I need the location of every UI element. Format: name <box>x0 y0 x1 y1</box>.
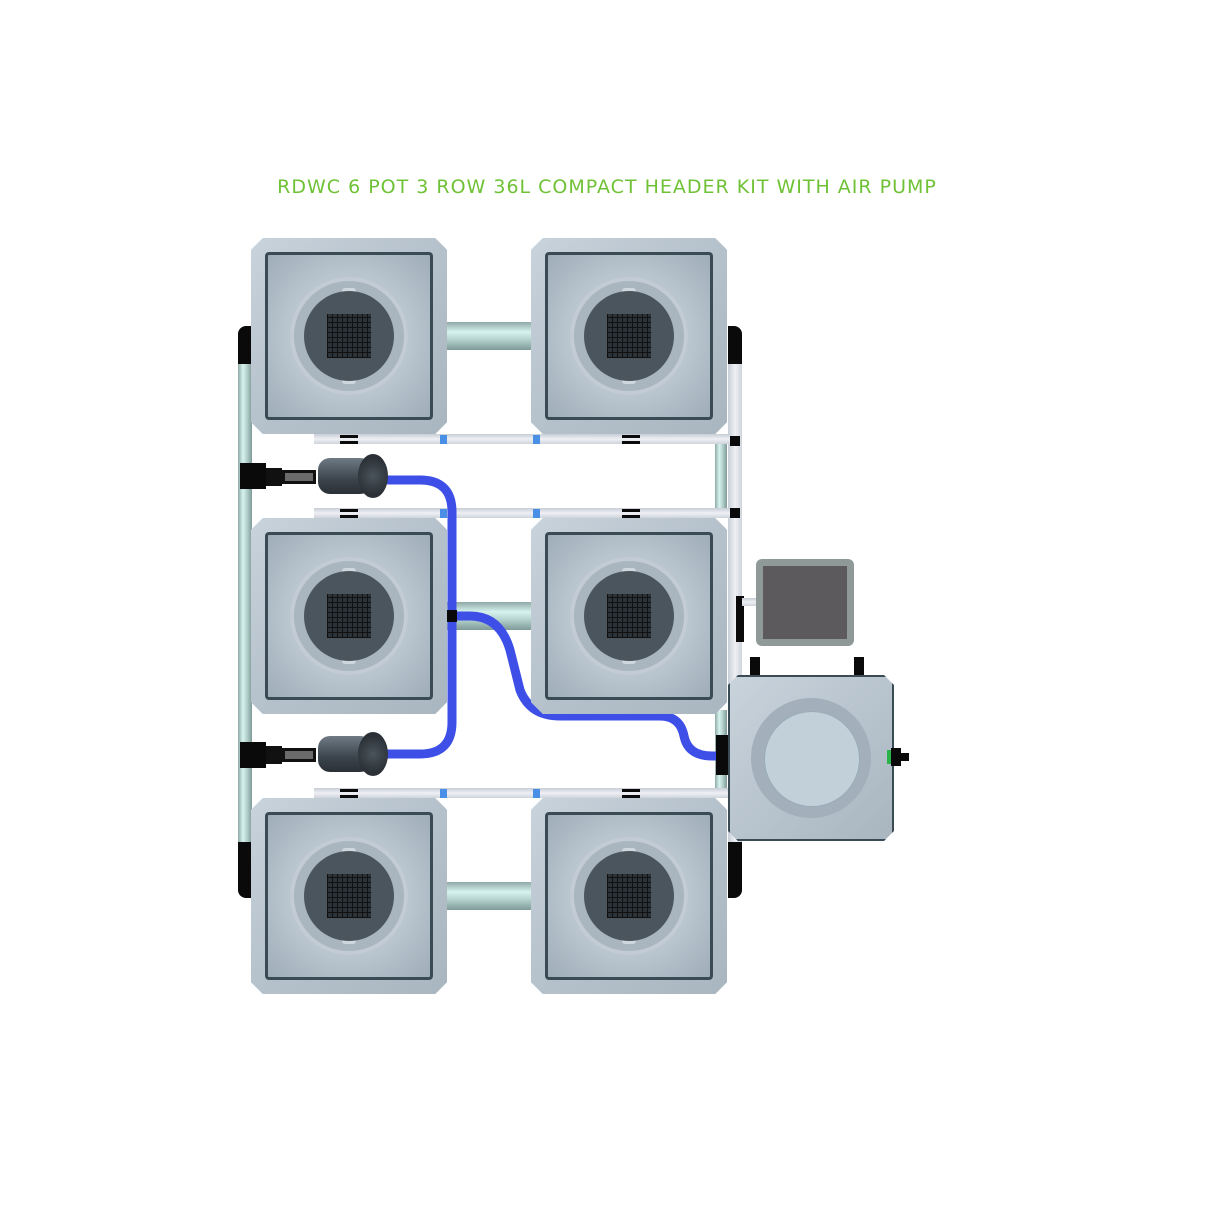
header-reservoir <box>728 675 894 841</box>
left-tee-connector-2 <box>240 742 266 768</box>
tee-point <box>533 509 540 518</box>
pot-2 <box>531 238 727 434</box>
reservoir-outlet <box>891 748 901 766</box>
tee-point <box>440 509 447 518</box>
pot-4 <box>531 518 727 714</box>
reservoir-post-right <box>854 657 864 679</box>
reservoir-lid <box>764 711 860 807</box>
pump-fitting <box>266 468 282 486</box>
net-pot-mesh <box>327 594 371 638</box>
rail-marker <box>340 441 358 444</box>
air-line-tee <box>447 610 457 622</box>
reservoir-outlet-tip <box>901 753 909 761</box>
pot-6 <box>531 798 727 994</box>
rail-marker <box>340 515 358 518</box>
net-pot-mesh <box>327 314 371 358</box>
header-rail-3 <box>314 788 730 798</box>
right-connector-2 <box>730 508 740 518</box>
header-rail-1 <box>314 434 730 444</box>
left-pipe-end-cap-top <box>238 326 252 366</box>
rail-marker <box>340 435 358 438</box>
rail-marker <box>340 789 358 792</box>
tee-point <box>440 435 447 444</box>
pump-fitting <box>266 746 282 764</box>
pot-link-pipe-row-1 <box>446 322 536 350</box>
reservoir-outlet-green <box>887 750 891 764</box>
air-pump-head <box>358 732 388 776</box>
rail-marker <box>622 515 640 518</box>
right-pipe-end-cap-bottom <box>728 842 742 898</box>
rail-marker <box>622 789 640 792</box>
rail-marker <box>340 509 358 512</box>
controller-link-rail <box>742 598 762 606</box>
left-tee-connector-1 <box>240 463 266 489</box>
rail-marker <box>340 795 358 798</box>
header-rail-2 <box>314 508 730 518</box>
right-connector-3 <box>736 596 744 642</box>
tee-point <box>533 435 540 444</box>
diagram-title: RDWC 6 POT 3 ROW 36L COMPACT HEADER KIT … <box>277 176 937 198</box>
rail-marker <box>622 509 640 512</box>
right-inner-pipe <box>715 440 727 516</box>
air-line-inlet-connector <box>716 735 728 775</box>
tee-point <box>440 789 447 798</box>
controller-screen <box>763 566 847 639</box>
pump-nozzle <box>282 470 316 484</box>
pot-1 <box>251 238 447 434</box>
right-pipe-end-cap-top <box>728 326 742 366</box>
rail-marker <box>622 441 640 444</box>
rail-marker <box>622 795 640 798</box>
reservoir-post-left <box>750 657 760 679</box>
pot-3 <box>251 518 447 714</box>
pump-nozzle <box>282 748 316 762</box>
pot-link-pipe-row-3 <box>446 882 536 910</box>
right-connector-1 <box>730 436 740 446</box>
pot-5 <box>251 798 447 994</box>
net-pot-mesh <box>607 874 651 918</box>
net-pot-mesh <box>607 314 651 358</box>
net-pot-mesh <box>607 594 651 638</box>
left-pipe-end-cap-bottom <box>238 842 252 898</box>
air-pump-head <box>358 454 388 498</box>
tee-point <box>533 789 540 798</box>
net-pot-mesh <box>327 874 371 918</box>
rail-marker <box>622 435 640 438</box>
controller-box <box>756 559 854 646</box>
